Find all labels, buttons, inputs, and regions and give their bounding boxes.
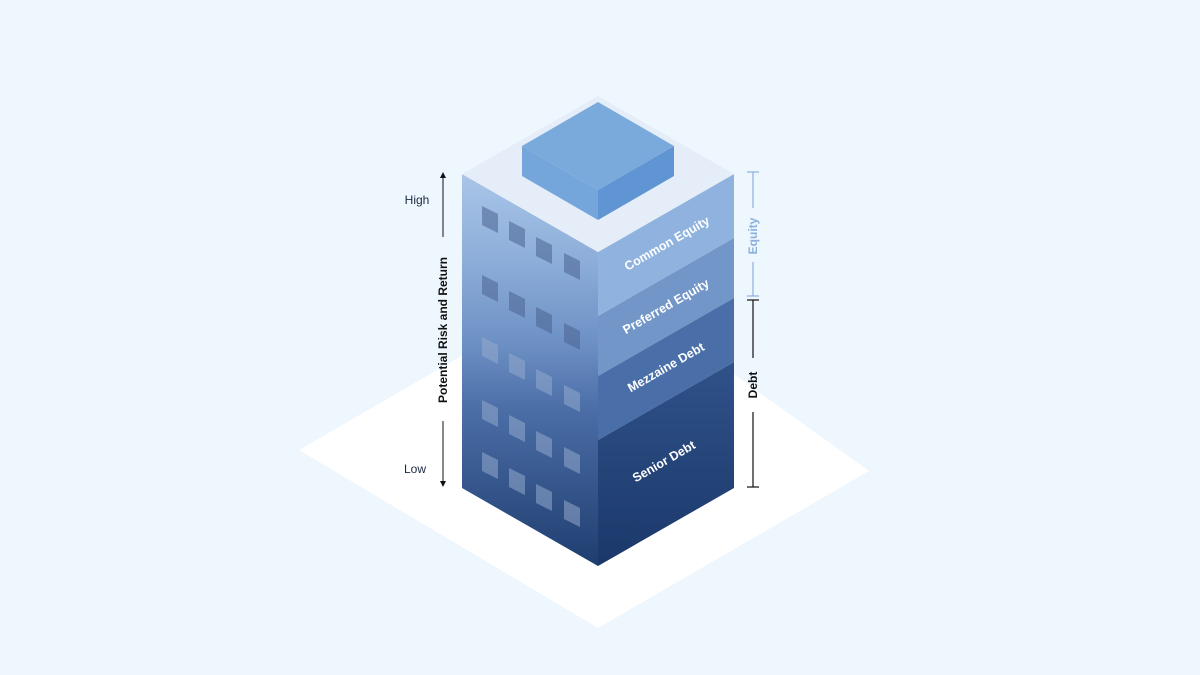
tier-band-senior-debt — [598, 362, 734, 566]
axis-high-label: High — [405, 193, 430, 207]
window — [564, 500, 580, 527]
window — [536, 431, 552, 458]
window — [509, 353, 525, 380]
rooftop-box — [522, 102, 674, 220]
equity-bracket — [747, 171, 759, 297]
window — [564, 385, 580, 412]
window — [482, 400, 498, 427]
window — [564, 447, 580, 474]
tier-band-mezzaine-debt — [598, 298, 734, 440]
building-windows-lower — [482, 337, 580, 527]
risk-return-axis: High Potential Risk and Return Low — [404, 172, 450, 487]
window — [536, 237, 552, 264]
debt-label: Debt — [746, 372, 760, 399]
building-windows — [482, 206, 580, 350]
window — [482, 275, 498, 302]
axis-title: Potential Risk and Return — [436, 257, 450, 403]
window — [564, 323, 580, 350]
window — [536, 369, 552, 396]
debt-bracket — [747, 299, 759, 488]
window — [564, 253, 580, 280]
window — [482, 452, 498, 479]
window — [509, 415, 525, 442]
axis-low-label: Low — [404, 462, 426, 476]
tier-band-preferred-equity — [598, 238, 734, 376]
window — [536, 484, 552, 511]
window — [482, 206, 498, 233]
window — [536, 307, 552, 334]
equity-label: Equity — [746, 217, 760, 254]
window — [509, 291, 525, 318]
window — [509, 221, 525, 248]
window — [482, 337, 498, 364]
tier-band-common-equity — [598, 174, 734, 316]
window — [509, 468, 525, 495]
